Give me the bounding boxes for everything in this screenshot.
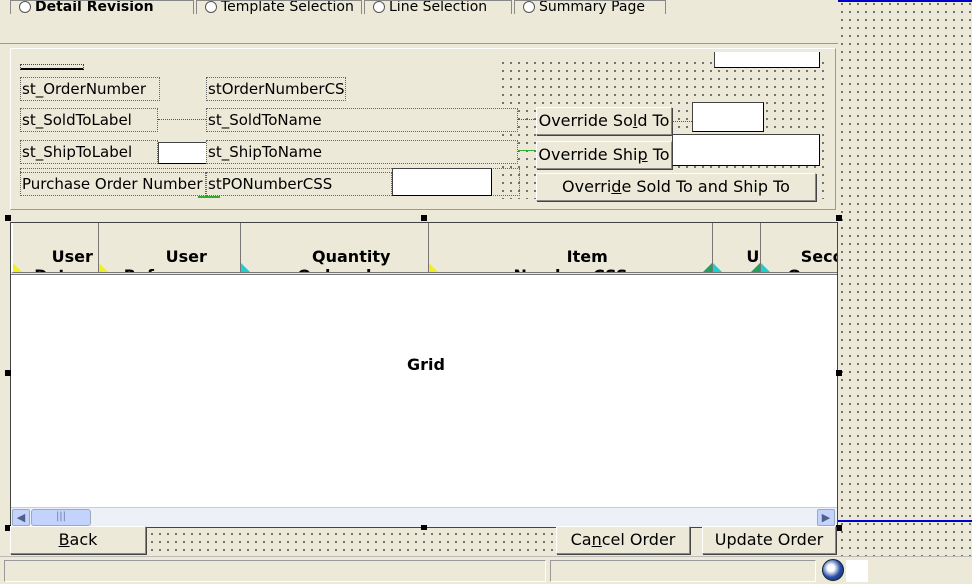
selection-handle[interactable] [836,525,842,531]
column-marker-icon [13,263,22,272]
grid-header-row: User Date User Reference Quantity Ordere… [11,223,837,275]
ship-to-label: st_ShipToLabel [20,140,158,164]
column-marker-icon [429,263,438,272]
status-pane-2 [550,560,816,582]
horizontal-scrollbar[interactable]: ◀ ||| ▶ [11,507,837,527]
hidden-field-top-right[interactable] [714,52,820,68]
connector-line [672,121,692,122]
ship-to-field[interactable] [158,142,212,164]
selection-handle[interactable] [421,525,427,531]
column-marker-icon [703,263,712,272]
override-sold-to-button[interactable]: Override Sold To [536,107,672,135]
tab-summary-page[interactable]: Summary Page [514,0,666,14]
column-header-uom[interactable]: UoM [713,223,761,273]
column-header-quantity-ordered[interactable]: Quantity Ordered [241,223,429,273]
tab-radio-icon [373,1,385,13]
override-ship-to-field[interactable] [672,134,820,166]
tab-radio-icon [523,1,535,13]
selection-handle[interactable] [836,370,842,376]
connector-line [518,150,536,151]
po-number-label: Purchase Order Number [20,172,206,196]
override-sold-and-ship-to-button[interactable]: Override Sold To and Ship To [536,173,816,201]
selection-line-bottom [838,520,972,522]
selection-handle[interactable] [421,215,427,221]
update-order-button[interactable]: Update Order [702,526,836,554]
column-header-item-number[interactable]: Item Number_CSS [429,223,713,273]
design-marker [20,64,84,70]
selection-handle[interactable] [5,525,11,531]
column-header-secondary-quantity[interactable]: Seco Qua [761,223,837,273]
order-number-label: st_OrderNumber [20,77,160,101]
sold-to-name: st_SoldToName [206,108,518,132]
column-marker-icon [241,263,250,272]
globe-icon [822,559,844,581]
override-sold-to-field[interactable] [692,102,764,132]
status-bar [0,556,972,584]
sold-to-label: st_SoldToLabel [20,108,158,132]
selection-line-top [838,0,972,2]
column-header-user-date[interactable]: User Date [11,223,99,273]
resize-grip-icon[interactable] [846,560,868,582]
order-number-value: stOrderNumberCS [206,77,346,101]
selection-handle[interactable] [836,215,842,221]
tab-radio-icon [19,1,31,13]
selection-handle[interactable] [5,215,11,221]
tab-template-selection[interactable]: Template Selection [196,0,362,14]
scroll-right-button[interactable]: ▶ [817,509,835,526]
grid[interactable]: User Date User Reference Quantity Ordere… [10,222,838,528]
tab-line-selection[interactable]: Line Selection [364,0,512,14]
column-marker-icon [751,263,760,272]
cancel-order-button[interactable]: Cancel Order [556,526,690,554]
grid-placeholder-label: Grid [407,355,445,374]
tab-strip: Detail Revision Template Selection Line … [0,0,838,44]
column-marker-icon [99,263,108,272]
connector-line [158,119,206,120]
ship-to-name: st_ShipToName [206,140,518,164]
selection-handle[interactable] [5,370,11,376]
column-header-user-reference[interactable]: User Reference [99,223,241,273]
back-button[interactable]: Back [10,526,146,554]
connector-line [518,119,536,120]
column-marker-icon [713,263,722,272]
column-marker-icon [761,263,770,272]
scroll-left-button[interactable]: ◀ [12,509,30,526]
tab-radio-icon [205,1,217,13]
design-surface-right [838,0,972,584]
scroll-thumb[interactable]: ||| [31,509,91,526]
po-number-value: stPONumberCSS [206,172,392,196]
tab-detail-revision[interactable]: Detail Revision [10,0,194,14]
design-surface-bottom [148,530,554,554]
override-ship-to-button[interactable]: Override Ship To [536,141,672,169]
po-number-field[interactable] [392,168,492,196]
status-pane-1 [4,560,546,582]
anchor-marker [198,190,220,198]
